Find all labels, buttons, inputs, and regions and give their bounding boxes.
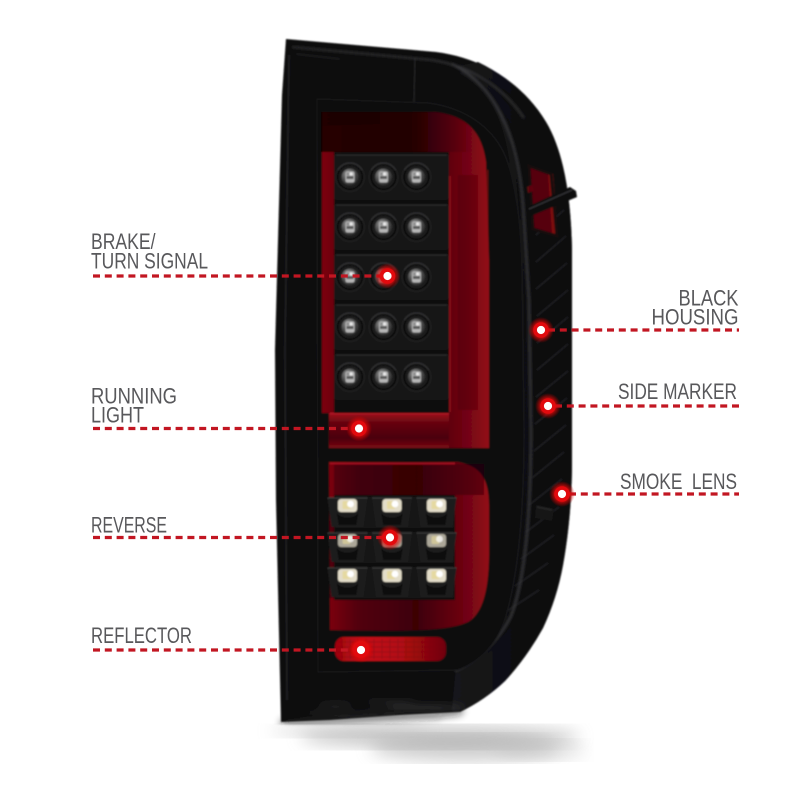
svg-text:SIDE MARKER: SIDE MARKER	[618, 379, 737, 404]
svg-text:BRAKE/: BRAKE/	[91, 229, 156, 254]
svg-text:REVERSE: REVERSE	[91, 513, 167, 538]
svg-text:LIGHT: LIGHT	[91, 403, 144, 428]
svg-text:SMOKE LENS: SMOKE LENS	[620, 469, 737, 494]
svg-text:REFLECTOR: REFLECTOR	[91, 623, 192, 648]
svg-text:TURN SIGNAL: TURN SIGNAL	[91, 249, 208, 274]
svg-text:BLACK: BLACK	[679, 285, 739, 310]
svg-text:RUNNING: RUNNING	[91, 384, 177, 409]
svg-text:HOUSING: HOUSING	[652, 305, 739, 330]
